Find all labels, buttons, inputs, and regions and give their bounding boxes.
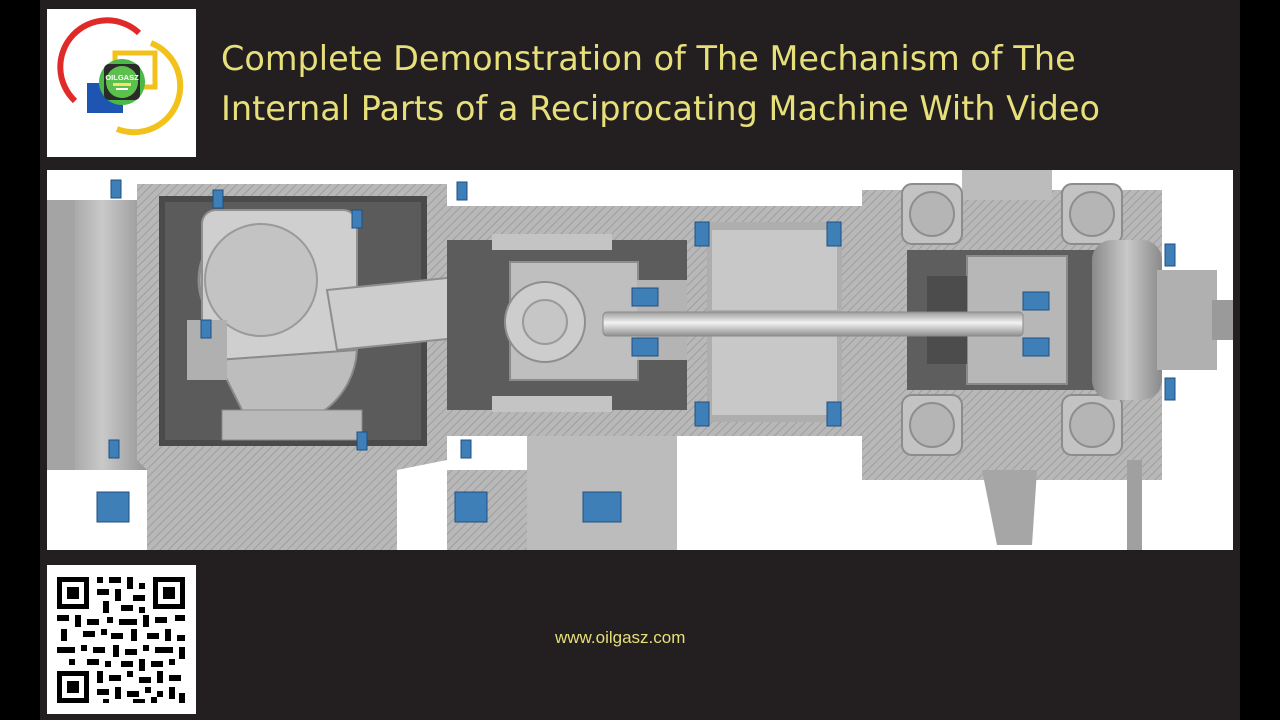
page-title: Complete Demonstration of The Mechanism … xyxy=(221,34,1231,134)
logo-brand-text: OILGASZ xyxy=(105,73,139,82)
oilgasz-logo-icon: OILGASZ xyxy=(57,17,184,136)
qr-code xyxy=(47,565,196,714)
website-url[interactable]: www.oilgasz.com xyxy=(555,628,686,647)
logo-card: OILGASZ xyxy=(47,9,196,157)
reciprocating-machine-cutaway-icon xyxy=(47,170,1233,550)
title-line-2: Internal Parts of a Reciprocating Machin… xyxy=(221,89,1100,128)
qr-code-icon xyxy=(57,577,185,703)
title-line-1: Complete Demonstration of The Mechanism … xyxy=(221,39,1076,78)
machine-illustration xyxy=(47,170,1233,550)
